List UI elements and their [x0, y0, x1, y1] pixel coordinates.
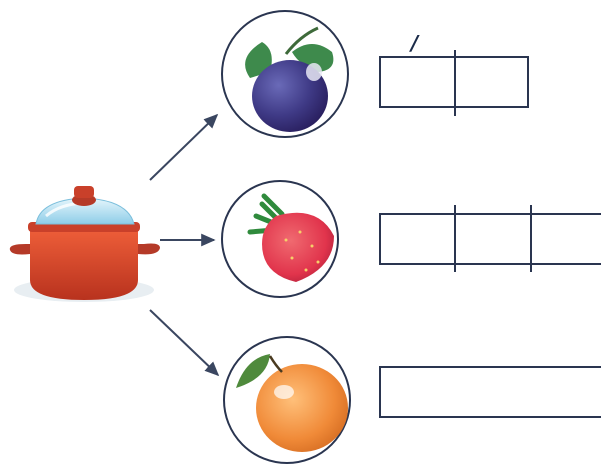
orange-icon	[236, 354, 348, 452]
answer-row-plum: /	[379, 31, 529, 116]
cooking-pot-icon	[9, 186, 160, 302]
orange-target	[223, 336, 351, 464]
arrow-to-plum	[149, 113, 219, 181]
strawberry-icon	[247, 193, 334, 282]
arrows	[149, 113, 220, 377]
answer-box	[379, 366, 601, 418]
answer-box	[379, 213, 601, 265]
strawberry-target	[221, 180, 339, 298]
answer-mark: /	[409, 31, 420, 55]
plum-target	[221, 10, 349, 138]
answer-row-orange	[379, 366, 601, 418]
answer-row-strawberry	[379, 205, 601, 272]
plum-icon	[245, 26, 334, 132]
answer-rows: /	[379, 31, 601, 418]
arrow-to-orange	[149, 309, 220, 377]
